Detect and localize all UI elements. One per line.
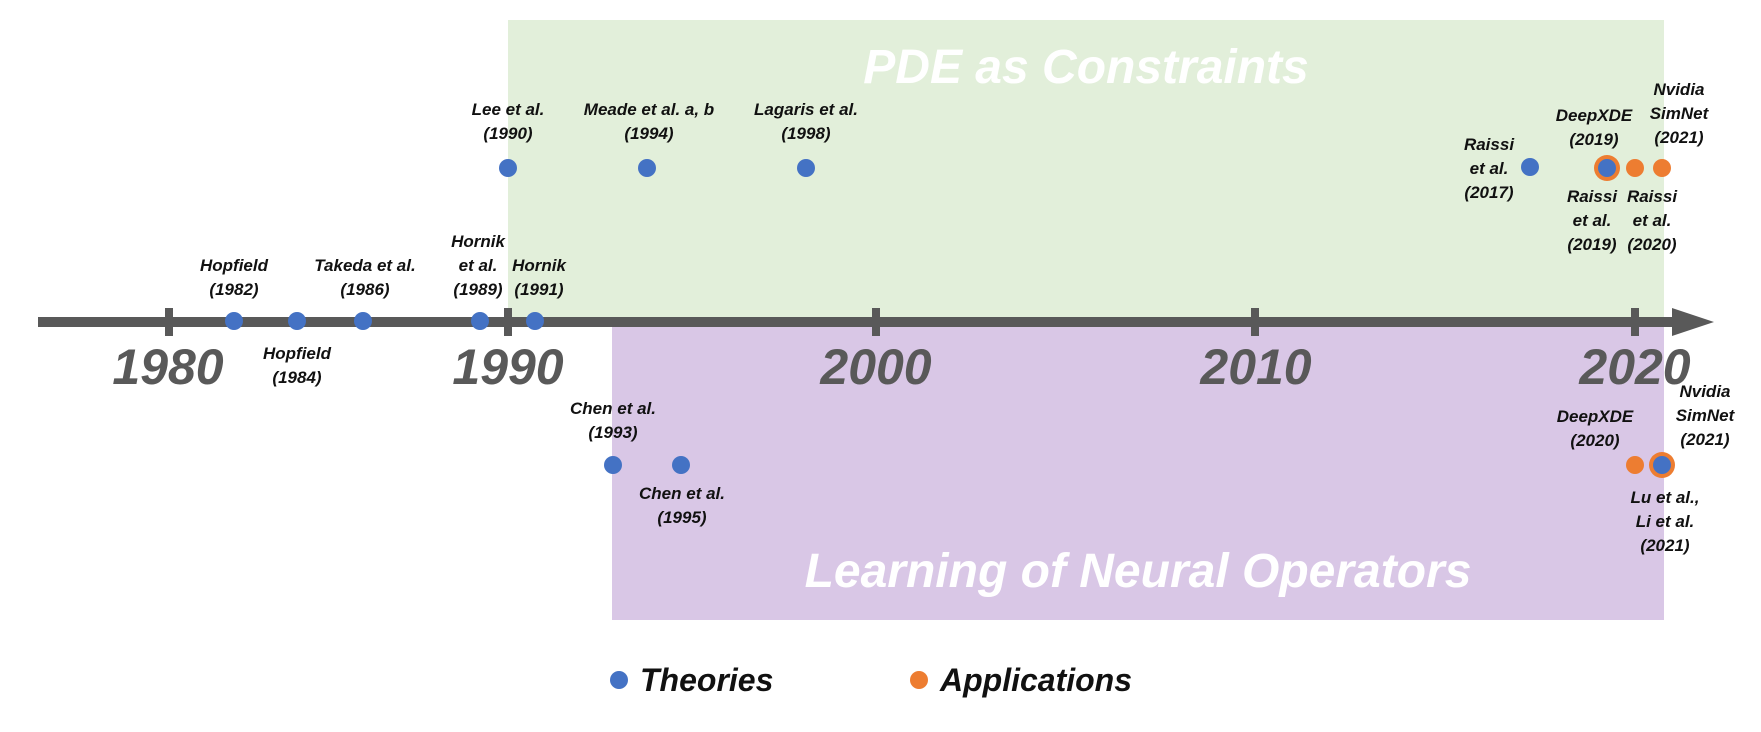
event-label-chen-1995: Chen et al.(1995): [639, 484, 725, 527]
event-dot-simnet-2021-top: [1653, 159, 1671, 177]
event-dot-hopfield-1982: [225, 312, 243, 330]
legend-theories: Theories: [610, 660, 773, 700]
event-dot-deepxde-2020: [1626, 456, 1644, 474]
tick-2020: [1631, 308, 1639, 336]
tick-2000: [872, 308, 880, 336]
legend-applications-label: Applications: [940, 661, 1133, 698]
event-dot-lu-li-2021: [1653, 456, 1671, 474]
event-label-lagaris-1998: Lagaris et al.(1998): [754, 100, 858, 143]
event-label-lu-li-2021: Lu et al.,Li et al.(2021): [1630, 488, 1700, 555]
legend-applications: Applications: [910, 660, 1132, 700]
tick-1980: [165, 308, 173, 336]
event-label-hornik-1991: Hornik(1991): [512, 256, 566, 299]
year-label-2020: 2020: [1579, 339, 1691, 395]
legend-theories-marker: [610, 671, 628, 689]
legend-applications-marker: [910, 671, 928, 689]
event-dot-takeda-1986: [354, 312, 372, 330]
event-dot-meade-1994: [638, 159, 656, 177]
event-dot-deepxde-2019: [1598, 159, 1616, 177]
tick-1990: [504, 308, 512, 336]
event-label-hopfield-1984: Hopfield(1984): [263, 344, 331, 387]
event-label-chen-1993: Chen et al.(1993): [570, 399, 656, 442]
pde-constraints-band: PDE as Constraints: [508, 20, 1664, 324]
event-label-meade-1994: Meade et al. a, b(1994): [583, 100, 715, 143]
year-label-2000: 2000: [820, 339, 932, 395]
event-label-takeda-1986: Takeda et al.(1986): [314, 256, 416, 299]
timeline-arrowhead: [1672, 308, 1714, 336]
year-label-1980: 1980: [112, 339, 224, 395]
event-label-hopfield-1982: Hopfield(1982): [200, 256, 268, 299]
event-dot-lee-1990: [499, 159, 517, 177]
event-label-deepxde-2019: DeepXDE(2019): [1555, 106, 1633, 149]
tick-2010: [1251, 308, 1259, 336]
timeline-axis: [38, 317, 1678, 327]
event-dot-lagaris-1998: [797, 159, 815, 177]
year-label-1990: 1990: [452, 339, 564, 395]
legend-theories-label: Theories: [640, 661, 774, 698]
event-dot-chen-1993: [604, 456, 622, 474]
pde-band-title: PDE as Constraints: [863, 41, 1309, 94]
event-label-lee-1990: Lee et al.(1990): [471, 100, 545, 143]
event-dot-hornik-1991: [526, 312, 544, 330]
event-dot-hopfield-1984: [288, 312, 306, 330]
event-dot-raissi-2017: [1521, 158, 1539, 176]
event-label-deepxde-2020: DeepXDE(2020): [1556, 407, 1634, 450]
event-dot-hornik-1989: [471, 312, 489, 330]
event-dot-chen-1995: [672, 456, 690, 474]
year-label-2010: 2010: [1200, 339, 1312, 395]
neural-operators-band: Learning of Neural Operators: [612, 324, 1664, 620]
operators-band-title: Learning of Neural Operators: [804, 545, 1472, 598]
event-dot-raissi-2020: [1626, 159, 1644, 177]
